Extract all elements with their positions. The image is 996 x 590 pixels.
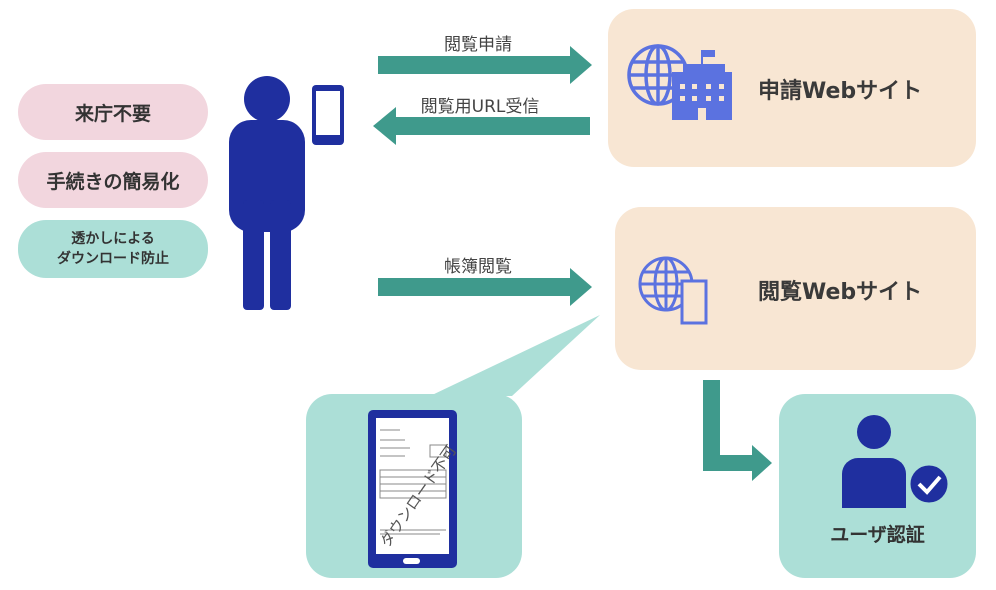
document-preview [379,429,447,535]
viewing-website-title: 閲覧Webサイト [758,280,923,305]
arrow-receive-url [373,107,590,145]
smartphone-icon [312,85,344,145]
viewing-website-box [615,207,976,370]
label-view-ledger: 帳簿閲覧 [444,257,512,277]
user-check-icon [842,415,951,508]
arrow-view-ledger [378,268,592,306]
person-icon [229,76,305,310]
globe-phone-icon [638,256,708,325]
tablet-icon: ダウンロード不可 [368,410,460,568]
watermark-line-1: 透かしによる [71,231,155,247]
arrow-request [378,46,592,84]
label-request: 閲覧申請 [444,35,512,55]
callout-pointer [430,315,600,396]
label-receive-url: 閲覧用URL受信 [420,97,540,117]
user-auth-title: ユーザ認証 [830,524,925,546]
watermark-line-2: ダウンロード防止 [57,251,169,267]
benefit-simplified-procedure: 手続きの簡易化 [18,152,208,208]
arrow-to-user-auth [703,380,772,481]
benefit-watermark: 透かしによる ダウンロード防止 [18,220,208,278]
benefit-no-visit: 来庁不要 [18,84,208,140]
application-website-title: 申請Webサイト [758,79,923,104]
